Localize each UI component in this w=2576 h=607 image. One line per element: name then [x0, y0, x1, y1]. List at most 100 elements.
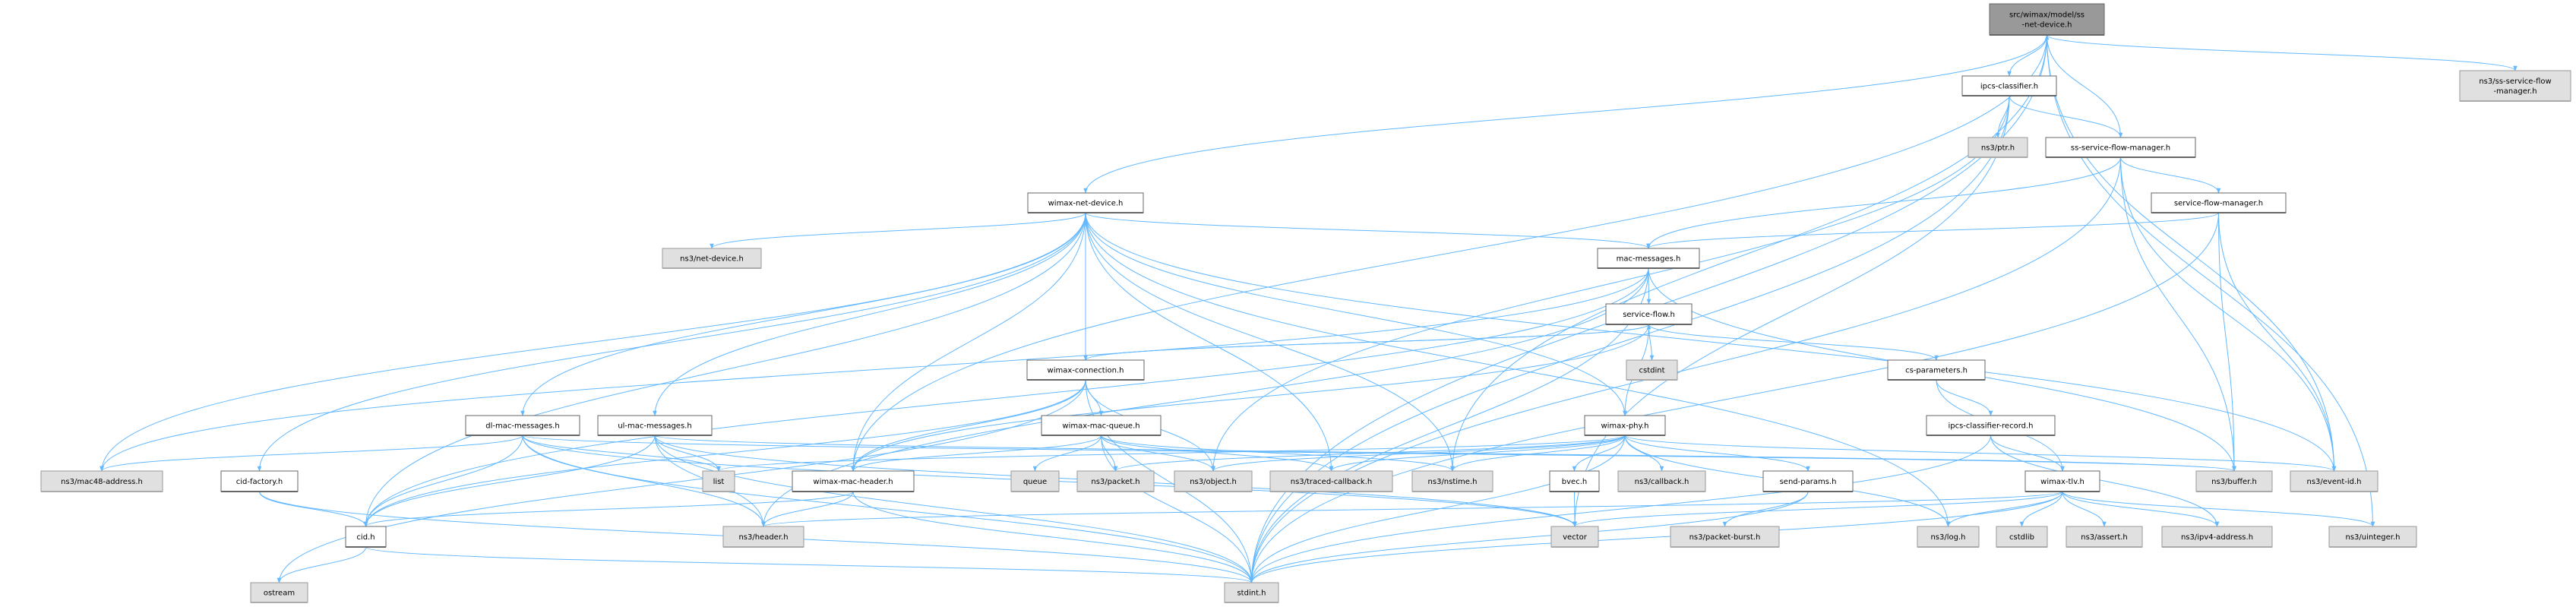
node-box: [1926, 415, 2056, 436]
node-wimax-mac-header[interactable]: wimax-mac-header.h: [792, 470, 915, 492]
node-cs-parameters[interactable]: cs-parameters.h: [1887, 359, 1986, 381]
node-ul-mac-messages[interactable]: ul-mac-messages.h: [597, 415, 713, 436]
node-header: ns3/header.h: [722, 526, 804, 548]
edge-wimax-mac-queue-to-traced-callback: [1101, 435, 1334, 472]
edge-sfm-to-event-id: [2218, 212, 2337, 472]
node-box: [1174, 470, 1253, 492]
node-traced-callback: ns3/traced-callback.h: [1269, 470, 1393, 492]
edge-root-to-event-id: [2047, 34, 2337, 472]
edge-send-params-to-stdint: [1249, 491, 1809, 583]
node-label: service-flow-manager.h: [2174, 200, 2263, 208]
edge-wimax-net-device-to-event-id: [1085, 212, 2337, 472]
node-label: wimax-mac-header.h: [813, 478, 893, 486]
edge-ipcs-classifier-to-object: [1211, 95, 2010, 472]
node-label: ns3/header.h: [738, 533, 788, 542]
node-cid-factory[interactable]: cid-factory.h: [220, 470, 299, 492]
node-box: [2459, 70, 2571, 102]
edge-wimax-phy-to-packet: [1113, 435, 1626, 472]
node-dl-mac-messages[interactable]: dl-mac-messages.h: [465, 415, 580, 436]
node-box: [345, 526, 387, 548]
edge-wimax-mac-queue-to-queue: [1032, 435, 1102, 472]
edge-wimax-tlv-to-assert: [2062, 491, 2107, 527]
edge-root-to-ss-sfm-ext: [2047, 34, 2518, 71]
node-label: queue: [1023, 478, 1047, 486]
edges-layer: [100, 34, 2518, 583]
node-wimax-net-device[interactable]: wimax-net-device.h: [1027, 192, 1144, 213]
node-box: [2045, 137, 2196, 158]
edge-wimax-net-device-to-cid: [363, 212, 1086, 527]
edge-sfm-to-mac-messages: [1646, 212, 2219, 249]
node-box: [1626, 359, 1678, 381]
node-box: [1762, 470, 1854, 492]
edge-wimax-phy-to-nstime: [1450, 435, 1626, 472]
node-box: [1549, 470, 1600, 492]
node-log: ns3/log.h: [1917, 526, 1980, 548]
edge-ul-mac-messages-to-buffer: [654, 435, 2236, 472]
edge-wimax-phy-to-list: [716, 435, 1626, 472]
node-box: [722, 526, 804, 548]
node-label: bvec.h: [1562, 478, 1587, 486]
node-label: ns3/event-id.h: [2306, 478, 2361, 486]
edge-root-to-wimax-mac-header: [851, 34, 2047, 472]
node-send-params[interactable]: send-params.h: [1762, 470, 1854, 492]
node-box: [597, 415, 713, 436]
node-ss-sfm[interactable]: ss-service-flow-manager.h: [2045, 137, 2196, 158]
node-label: send-params.h: [1780, 478, 1837, 486]
edge-ss-sfm-to-mac-messages: [1646, 156, 2121, 249]
node-label: ns3/buffer.h: [2211, 478, 2257, 486]
node-wimax-phy[interactable]: wimax-phy.h: [1584, 415, 1666, 436]
node-queue: queue: [1010, 470, 1060, 492]
node-cid[interactable]: cid.h: [345, 526, 387, 548]
node-ipcs-classifier-record[interactable]: ipcs-classifier-record.h: [1926, 415, 2056, 436]
node-stdint: stdint.h: [1224, 582, 1279, 603]
edge-wimax-mac-header-to-stdint: [852, 491, 1254, 583]
node-label: mac-messages.h: [1617, 255, 1681, 264]
node-bvec[interactable]: bvec.h: [1549, 470, 1600, 492]
node-box: [1968, 137, 2028, 158]
node-box: [1597, 248, 1700, 269]
edge-wimax-net-device-to-log: [1085, 212, 1951, 527]
node-label: ns3/mac48-address.h: [61, 478, 143, 486]
edge-dl-mac-messages-to-stdint: [522, 435, 1254, 583]
node-ipv4-address: ns3/ipv4-address.h: [2161, 526, 2273, 548]
nodes-layer: src/wimax/model/ss-net-device.h ipcs-clas…: [40, 3, 2571, 603]
edge-dl-mac-messages-to-cid: [363, 435, 523, 527]
node-box: [1411, 470, 1493, 492]
node-label: wimax-tlv.h: [2040, 478, 2085, 486]
edge-wimax-connection-to-ostream: [277, 379, 1086, 583]
node-service-flow[interactable]: service-flow.h: [1605, 303, 1693, 325]
node-ipcs-classifier[interactable]: ipcs-classifier.h: [1961, 75, 2057, 96]
node-root[interactable]: src/wimax/model/ss-net-device.h: [1989, 3, 2105, 36]
node-label: cstdlib: [2009, 533, 2034, 542]
node-label: ns3/assert.h: [2081, 533, 2128, 542]
node-box: [40, 470, 163, 492]
edge-dl-mac-messages-to-mac48-address: [100, 435, 523, 472]
node-vector: vector: [1550, 526, 1599, 548]
node-mac-messages[interactable]: mac-messages.h: [1597, 248, 1700, 269]
node-label: ostream: [264, 590, 295, 598]
node-wimax-connection[interactable]: wimax-connection.h: [1026, 359, 1145, 381]
node-box: [2195, 470, 2273, 492]
node-nstime: ns3/nstime.h: [1411, 470, 1493, 492]
node-label: ul-mac-messages.h: [618, 422, 691, 431]
node-label: ns3/ptr.h: [1981, 144, 2015, 153]
node-label: wimax-connection.h: [1048, 367, 1124, 375]
edge-wimax-phy-to-bvec: [1572, 435, 1626, 472]
edge-wimax-mac-queue-to-wimax-mac-header: [851, 435, 1102, 472]
node-sfm[interactable]: service-flow-manager.h: [2151, 192, 2287, 213]
edge-sfm-to-buffer: [2218, 212, 2236, 472]
edge-wimax-mac-header-to-cid: [363, 491, 854, 527]
node-ptr: ns3/ptr.h: [1968, 137, 2028, 158]
node-box: [1550, 526, 1599, 548]
edge-ul-mac-messages-to-cid: [363, 435, 656, 527]
node-wimax-tlv[interactable]: wimax-tlv.h: [2024, 470, 2100, 492]
node-label: dl-mac-messages.h: [485, 422, 559, 431]
edge-wimax-net-device-to-ul-mac-messages: [653, 212, 1086, 416]
edge-service-flow-to-wimax-mac-header: [851, 324, 1649, 472]
edge-wimax-net-device-to-traced-callback: [1085, 212, 1334, 472]
node-box: [1887, 359, 1986, 381]
edge-wimax-net-device-to-wimax-phy: [1085, 212, 1627, 416]
node-wimax-mac-queue[interactable]: wimax-mac-queue.h: [1041, 415, 1162, 436]
node-label: src/wimax/model/ss: [2009, 11, 2085, 20]
node-label: cid-factory.h: [236, 478, 283, 486]
